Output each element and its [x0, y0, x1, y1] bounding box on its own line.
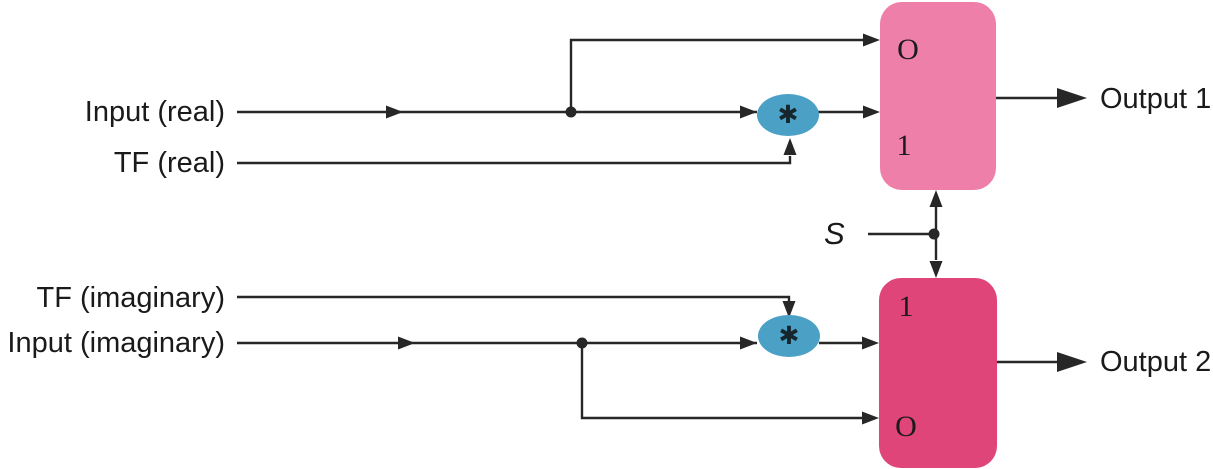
arrowhead-tf-imaginary-down	[782, 301, 796, 318]
multiplier-real-node: ✱	[757, 94, 819, 136]
junction-dot-input-imaginary	[576, 337, 588, 349]
arrowhead-into-mux-top-port0	[863, 33, 880, 47]
mux-top-port-1-label: 1	[896, 129, 912, 162]
junction-dot-input-real	[565, 106, 577, 118]
wire-tf-imaginary	[237, 295, 791, 303]
arrowhead-tf-real-up	[783, 138, 797, 155]
label-input-imaginary: Input (imaginary)	[7, 327, 225, 359]
mux-bottom-port-0-label: O	[895, 410, 917, 443]
multiply-icon: ✱	[778, 320, 800, 350]
label-input-real: Input (real)	[84, 96, 225, 128]
wire-input-real-branch-to-port0	[569, 38, 876, 112]
arrowhead-select-down	[929, 261, 943, 278]
arrowhead-into-mux-bottom-port1	[862, 336, 879, 350]
wire-tf-real	[237, 156, 792, 165]
arrowhead-output-2	[1057, 352, 1087, 372]
mux-bottom-port-1-label: 1	[898, 290, 914, 323]
arrowhead-into-multiplier-real	[740, 105, 757, 119]
mux-top-block: O 1	[880, 2, 996, 190]
label-tf-real: TF (real)	[113, 147, 225, 179]
arrowhead-output-1	[1057, 88, 1087, 108]
label-output-1: Output 1	[1100, 83, 1212, 115]
multiplier-imaginary-node: ✱	[758, 315, 820, 357]
label-select-s: S	[824, 216, 845, 251]
label-output-2: Output 2	[1100, 346, 1212, 378]
arrowhead-select-up	[929, 190, 943, 207]
arrowhead-into-multiplier-imaginary	[740, 336, 757, 350]
mux-top-port-0-label: O	[897, 33, 919, 66]
label-tf-imaginary: TF (imaginary)	[36, 282, 225, 314]
arrowhead-input-real-mid	[386, 105, 403, 119]
multiply-icon: ✱	[777, 99, 799, 129]
wire-input-imaginary-branch-to-port0	[580, 343, 875, 420]
mux-bottom-block: 1 O	[879, 278, 997, 468]
arrowheads	[386, 33, 1087, 425]
arrowhead-into-mux-top-port1	[863, 105, 880, 119]
arrowhead-into-mux-bottom-port0	[862, 411, 879, 425]
arrowhead-input-imaginary-mid	[398, 336, 415, 350]
junction-dot-select	[928, 228, 940, 240]
